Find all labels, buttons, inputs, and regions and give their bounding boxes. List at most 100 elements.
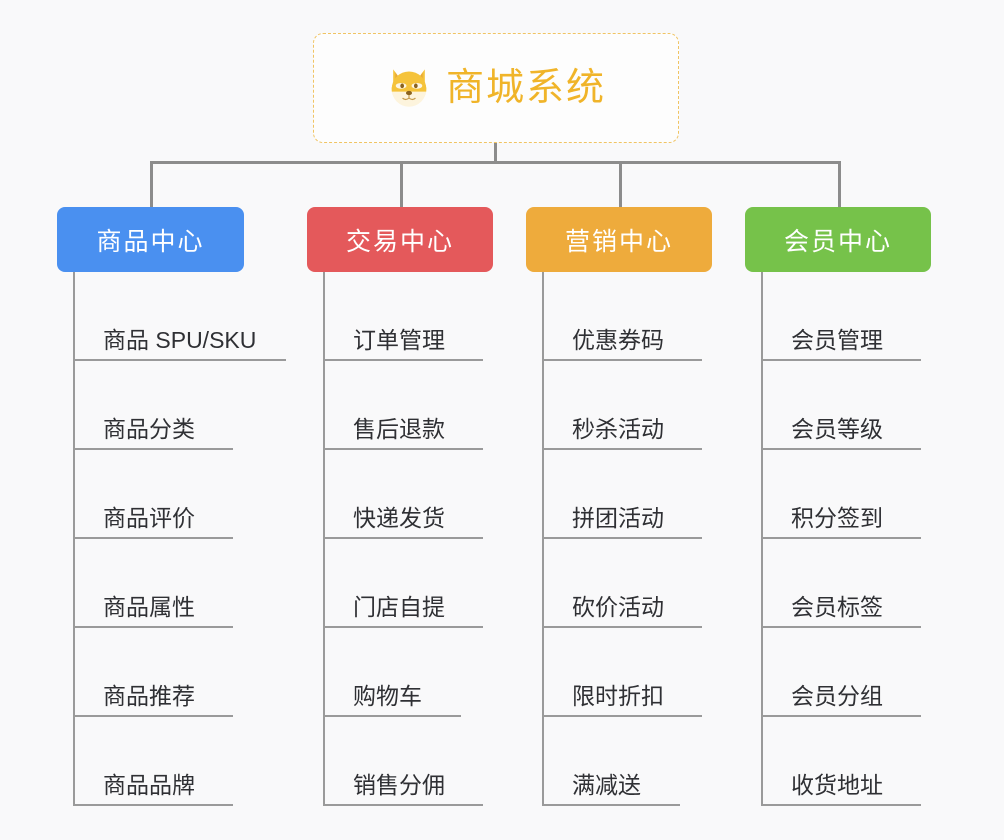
leaf-underline — [323, 448, 483, 450]
leaf-underline — [73, 626, 233, 628]
leaf-underline — [761, 626, 921, 628]
leaf-underline — [542, 626, 702, 628]
shiba-dog-icon — [386, 65, 432, 111]
leaf-item[interactable]: 限时折扣 — [526, 628, 712, 717]
leaf-label: 会员分组 — [791, 682, 883, 709]
leaf-underline — [542, 359, 702, 361]
leaf-underline — [73, 804, 233, 806]
leaf-item[interactable]: 商品属性 — [57, 539, 244, 628]
leaf-label: 会员等级 — [791, 415, 883, 442]
leaf-item[interactable]: 拼团活动 — [526, 450, 712, 539]
root-title: 商城系统 — [445, 67, 606, 109]
leaf-underline — [761, 359, 921, 361]
leaf-item[interactable]: 门店自提 — [307, 539, 493, 628]
leaf-label: 门店自提 — [353, 593, 445, 620]
category-label: 会员中心 — [783, 227, 892, 256]
leaf-list-member-center: 会员管理会员等级积分签到会员标签会员分组收货地址 — [745, 272, 931, 806]
leaf-list-product-center: 商品 SPU/SKU 商品分类商品评价商品属性商品推荐商品品牌 — [57, 272, 286, 806]
leaf-item[interactable]: 砍价活动 — [526, 539, 712, 628]
horizontal-bus-connector — [150, 161, 840, 164]
leaf-item[interactable]: 商品 SPU/SKU — [57, 272, 286, 361]
category-node-product-center[interactable]: 商品中心 — [57, 207, 244, 272]
leaf-label: 商品推荐 — [103, 682, 195, 709]
category-column-marketing-center: 营销中心优惠券码秒杀活动拼团活动砍价活动限时折扣满减送 — [526, 207, 712, 806]
leaf-label: 购物车 — [353, 682, 422, 709]
leaf-underline — [542, 448, 702, 450]
leaf-underline — [323, 715, 461, 717]
leaf-item[interactable]: 秒杀活动 — [526, 361, 712, 450]
leaf-item[interactable]: 会员管理 — [745, 272, 931, 361]
leaf-item[interactable]: 收货地址 — [745, 717, 931, 806]
drop-connector-2 — [400, 161, 403, 207]
leaf-label: 商品品牌 — [103, 771, 195, 798]
leaf-label: 快递发货 — [353, 504, 445, 531]
leaf-item[interactable]: 快递发货 — [307, 450, 493, 539]
leaf-label: 秒杀活动 — [572, 415, 664, 442]
leaf-label: 商品属性 — [103, 593, 195, 620]
leaf-item[interactable]: 会员分组 — [745, 628, 931, 717]
leaf-item[interactable]: 优惠券码 — [526, 272, 712, 361]
leaf-label: 商品分类 — [103, 415, 195, 442]
leaf-label: 商品评价 — [103, 504, 195, 531]
category-label: 营销中心 — [564, 227, 673, 256]
leaf-underline — [323, 537, 483, 539]
leaf-label: 会员管理 — [791, 326, 883, 353]
leaf-item[interactable]: 商品品牌 — [57, 717, 244, 806]
category-node-trade-center[interactable]: 交易中心 — [307, 207, 493, 272]
leaf-label: 限时折扣 — [572, 682, 664, 709]
leaf-item[interactable]: 满减送 — [526, 717, 712, 806]
root-stem-connector — [494, 143, 497, 164]
leaf-label: 拼团活动 — [572, 504, 664, 531]
column-spine — [73, 272, 75, 806]
category-column-trade-center: 交易中心订单管理售后退款快递发货门店自提购物车销售分佣 — [307, 207, 493, 806]
leaf-underline — [542, 537, 702, 539]
leaf-list-marketing-center: 优惠券码秒杀活动拼团活动砍价活动限时折扣满减送 — [526, 272, 712, 806]
leaf-underline — [323, 804, 483, 806]
category-column-product-center: 商品中心商品 SPU/SKU 商品分类商品评价商品属性商品推荐商品品牌 — [57, 207, 286, 806]
leaf-item[interactable]: 商品分类 — [57, 361, 244, 450]
leaf-item[interactable]: 会员等级 — [745, 361, 931, 450]
leaf-underline — [323, 626, 483, 628]
category-node-marketing-center[interactable]: 营销中心 — [526, 207, 712, 272]
column-spine — [542, 272, 544, 806]
leaf-item[interactable]: 购物车 — [307, 628, 493, 717]
leaf-label: 优惠券码 — [572, 326, 664, 353]
leaf-underline — [73, 359, 286, 361]
leaf-underline — [761, 537, 921, 539]
drop-connector-3 — [619, 161, 622, 207]
leaf-underline — [761, 715, 921, 717]
leaf-label: 商品 SPU/SKU — [103, 326, 257, 353]
leaf-underline — [323, 359, 483, 361]
leaf-item[interactable]: 销售分佣 — [307, 717, 493, 806]
leaf-label: 订单管理 — [353, 326, 445, 353]
leaf-item[interactable]: 会员标签 — [745, 539, 931, 628]
drop-connector-4 — [838, 161, 841, 207]
root-node[interactable]: 商城系统 — [313, 33, 679, 143]
leaf-label: 收货地址 — [791, 771, 883, 798]
leaf-item[interactable]: 商品评价 — [57, 450, 244, 539]
leaf-item[interactable]: 售后退款 — [307, 361, 493, 450]
category-label: 交易中心 — [345, 227, 454, 256]
column-spine — [323, 272, 325, 806]
leaf-label: 满减送 — [572, 771, 641, 798]
leaf-label: 售后退款 — [353, 415, 445, 442]
leaf-underline — [73, 448, 233, 450]
leaf-item[interactable]: 商品推荐 — [57, 628, 244, 717]
drop-connector-1 — [150, 161, 153, 207]
leaf-underline — [73, 537, 233, 539]
leaf-item[interactable]: 订单管理 — [307, 272, 493, 361]
leaf-label: 积分签到 — [791, 504, 883, 531]
leaf-item[interactable]: 积分签到 — [745, 450, 931, 539]
leaf-underline — [761, 448, 921, 450]
leaf-label: 砍价活动 — [572, 593, 664, 620]
leaf-underline — [542, 715, 702, 717]
leaf-underline — [542, 804, 680, 806]
leaf-label: 销售分佣 — [353, 771, 445, 798]
category-node-member-center[interactable]: 会员中心 — [745, 207, 931, 272]
leaf-label: 会员标签 — [791, 593, 883, 620]
leaf-underline — [73, 715, 233, 717]
column-spine — [761, 272, 763, 806]
category-column-member-center: 会员中心会员管理会员等级积分签到会员标签会员分组收货地址 — [745, 207, 931, 806]
leaf-list-trade-center: 订单管理售后退款快递发货门店自提购物车销售分佣 — [307, 272, 493, 806]
